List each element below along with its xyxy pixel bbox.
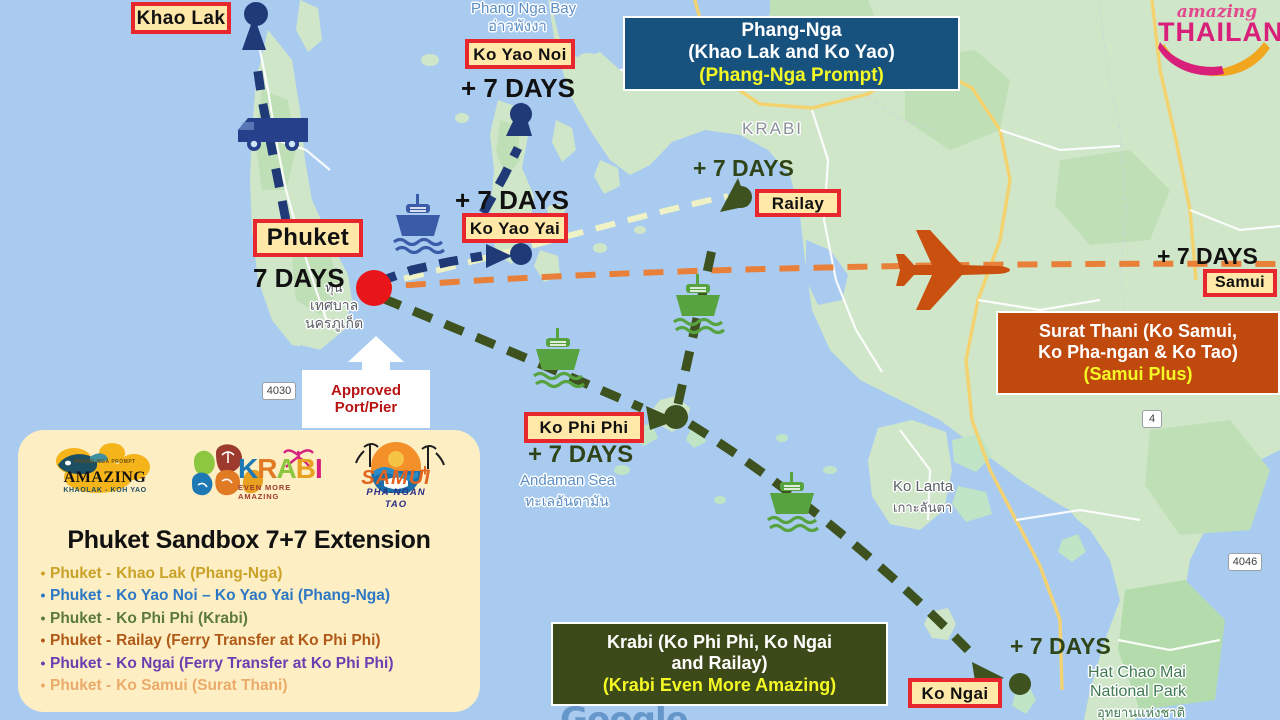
airplane-icon <box>896 230 1010 310</box>
map-label-phang-nga-bay-th: อ่าวพังงา <box>488 18 547 35</box>
destination-chip-ko-yao-noi[interactable]: Ko Yao Noi <box>465 39 575 69</box>
callout-line-2: Port/Pier <box>334 399 398 416</box>
khaolak-logo-caption: AMAZING <box>63 469 147 486</box>
route-list-item: •Phuket -Ko Phi Phi (Krabi) <box>36 608 480 630</box>
bullet-icon: • <box>40 654 46 671</box>
legend-krabi-line-2: and Railay) <box>671 653 768 674</box>
shield-4: 4 <box>1142 410 1162 428</box>
approved-port-callout: Approved Port/Pier <box>302 370 430 428</box>
route-origin: Phuket - <box>50 565 112 582</box>
map-label-phuket-th-2: เทศบาล <box>310 297 359 313</box>
shield-4046: 4046 <box>1228 553 1262 571</box>
days-railay: + 7 DAYS <box>693 155 794 181</box>
legend-phang-nga-line-2: (Khao Lak and Ko Yao) <box>688 42 895 64</box>
route-origin: Phuket - <box>50 654 112 672</box>
map-label-hat-chao-mai-1: Hat Chao Mai <box>1088 664 1186 681</box>
krabi-logo: KRABI EVEN MORE AMAZING <box>186 443 323 513</box>
amazing-thailand-wordmark: THAILAND <box>1158 17 1280 47</box>
route-origin: Phuket - <box>50 609 112 627</box>
route-list-item: •Phuket -Ko Yao Noi – Ko Yao Yai (Phang-… <box>36 585 480 607</box>
ferry-icon-green-2 <box>672 274 726 335</box>
route-origin: Phuket - <box>50 632 112 650</box>
days-samui: + 7 DAYS <box>1157 243 1258 269</box>
legend-krabi-scheme-name: (Krabi Even More Amazing) <box>602 674 837 695</box>
route-destination: Railay (Ferry Transfer at Ko Phi Phi) <box>116 632 381 650</box>
amazing-thailand-script: amazing <box>1176 2 1258 22</box>
map-label-hat-chao-mai-2: National Park <box>1090 683 1187 700</box>
route-list-item: •Phuket -Ko Ngai (Ferry Transfer at Ko P… <box>36 653 480 675</box>
days-ko-yao-yai: + 7 DAYS <box>455 185 569 215</box>
route-destination: Ko Samui (Surat Thani) <box>116 677 288 695</box>
samui-logo-subcaption: PHA-NGAN <box>366 487 426 498</box>
map-label-ko-lanta-th: เกาะลันตา <box>893 500 953 515</box>
bullet-icon: • <box>40 609 46 626</box>
legend-surat-thani-line-2: Ko Pha-ngan & Ko Tao) <box>1038 342 1238 363</box>
samui-plus-logo: SAMUI + PHA-NGAN TAO <box>344 441 448 515</box>
krabi-logo-caption: KRABI <box>238 453 323 484</box>
amazing-khaolak-kohyao-logo: PHANG-NGA PROMPT AMAZING KHAOLAK - KOH Y… <box>50 441 160 515</box>
amazing-thailand-swoosh-icon <box>1158 42 1270 77</box>
ferry-icon-green-3 <box>766 472 820 533</box>
map-label-andaman-sea-th: ทะเลอันดามัน <box>525 493 609 509</box>
route-destination: Ko Phi Phi (Krabi) <box>116 609 248 627</box>
legend-phang-nga-scheme-name: (Phang-Nga Prompt) <box>699 64 884 86</box>
map-label-phuket-th-3: นครภูเก็ต <box>305 315 364 331</box>
legend-surat-thani-scheme-name: (Samui Plus) <box>1083 363 1193 384</box>
info-card: PHANG-NGA PROMPT AMAZING KHAOLAK - KOH Y… <box>18 430 480 712</box>
shield-4030: 4030 <box>262 382 296 400</box>
route-list-item: •Phuket -Ko Samui (Surat Thani) <box>36 675 480 697</box>
route-destination: Ko Ngai (Ferry Transfer at Ko Phi Phi) <box>116 654 394 672</box>
bullet-icon: • <box>40 587 46 604</box>
days-ko-yao-noi: + 7 DAYS <box>461 73 575 103</box>
days-phuket: 7 DAYS <box>253 263 345 293</box>
bullet-icon: • <box>40 632 46 649</box>
destination-chip-ko-phi-phi[interactable]: Ko Phi Phi <box>524 412 644 443</box>
ferry-icon-navy <box>392 194 446 255</box>
samui-logo-subcaption-2: TAO <box>384 499 408 510</box>
destination-chip-railay[interactable]: Railay <box>755 189 841 217</box>
ferry-icon-green-1 <box>532 328 586 389</box>
destination-chip-samui[interactable]: Samui <box>1203 269 1277 297</box>
destination-chip-ko-yao-yai[interactable]: Ko Yao Yai <box>462 213 568 243</box>
legend-surat-thani: Surat Thani (Ko Samui,Ko Pha-ngan & Ko T… <box>996 311 1280 395</box>
samui-plus-sign: + <box>420 461 430 480</box>
khaolak-logo-top-text: PHANG-NGA PROMPT <box>74 459 136 465</box>
destination-chip-phuket[interactable]: Phuket <box>253 219 363 257</box>
route-origin: Phuket - <box>50 677 112 695</box>
samui-logo-caption: SAMUI <box>361 467 431 489</box>
map-label-hat-chao-mai-th: อุทยานแห่งชาติ <box>1097 705 1186 720</box>
destination-chip-ko-ngai[interactable]: Ko Ngai <box>908 678 1002 708</box>
info-card-title: Phuket Sandbox 7+7 Extension <box>67 526 431 554</box>
destination-chip-khao-lak[interactable]: Khao Lak <box>131 2 231 34</box>
phuket-origin-dot <box>356 270 392 306</box>
route-list-item: •Phuket -Khao Lak (Phang-Nga) <box>36 563 480 585</box>
bullet-icon: • <box>40 565 46 581</box>
khaolak-logo-subcaption: KHAOLAK - KOH YAO <box>63 487 147 494</box>
legend-krabi-line-1: Krabi (Ko Phi Phi, Ko Ngai <box>606 632 832 653</box>
map-label-phuket-th-1: ทุน <box>325 280 343 295</box>
legend-phang-nga-line-1: Phang-Nga <box>741 19 842 41</box>
route-list: •Phuket -Khao Lak (Phang-Nga)•Phuket -Ko… <box>18 563 480 698</box>
callout-line-1: Approved <box>330 381 401 399</box>
map-label-krabi-city: KRABI <box>742 119 804 138</box>
map-label-phang-nga-bay-en: Phang Nga Bay <box>471 0 577 17</box>
van-icon <box>238 118 308 151</box>
days-ko-ngai: + 7 DAYS <box>1010 633 1111 659</box>
krabi-logo-subcaption: EVEN MORE AMAZING <box>238 483 292 501</box>
legend-phang-nga: Phang-Nga(Khao Lak and Ko Yao)(Phang-Nga… <box>623 16 960 91</box>
approved-port-arrow-icon <box>348 336 404 380</box>
map-label-ko-lanta-en: Ko Lanta <box>893 478 954 495</box>
legend-surat-thani-line-1: Surat Thani (Ko Samui, <box>1038 321 1238 342</box>
map-label-andaman-sea-en: Andaman Sea <box>520 472 616 489</box>
route-origin: Phuket - <box>50 587 112 605</box>
route-destination: Ko Yao Noi – Ko Yao Yai (Phang-Nga) <box>116 587 391 605</box>
amazing-thailand-logo: amazing THAILAND <box>1158 2 1280 81</box>
days-ko-phi-phi: + 7 DAYS <box>528 441 634 468</box>
bullet-icon: • <box>40 677 46 694</box>
route-destination: Khao Lak (Phang-Nga) <box>116 565 283 582</box>
route-list-item: •Phuket -Railay (Ferry Transfer at Ko Ph… <box>36 630 480 652</box>
